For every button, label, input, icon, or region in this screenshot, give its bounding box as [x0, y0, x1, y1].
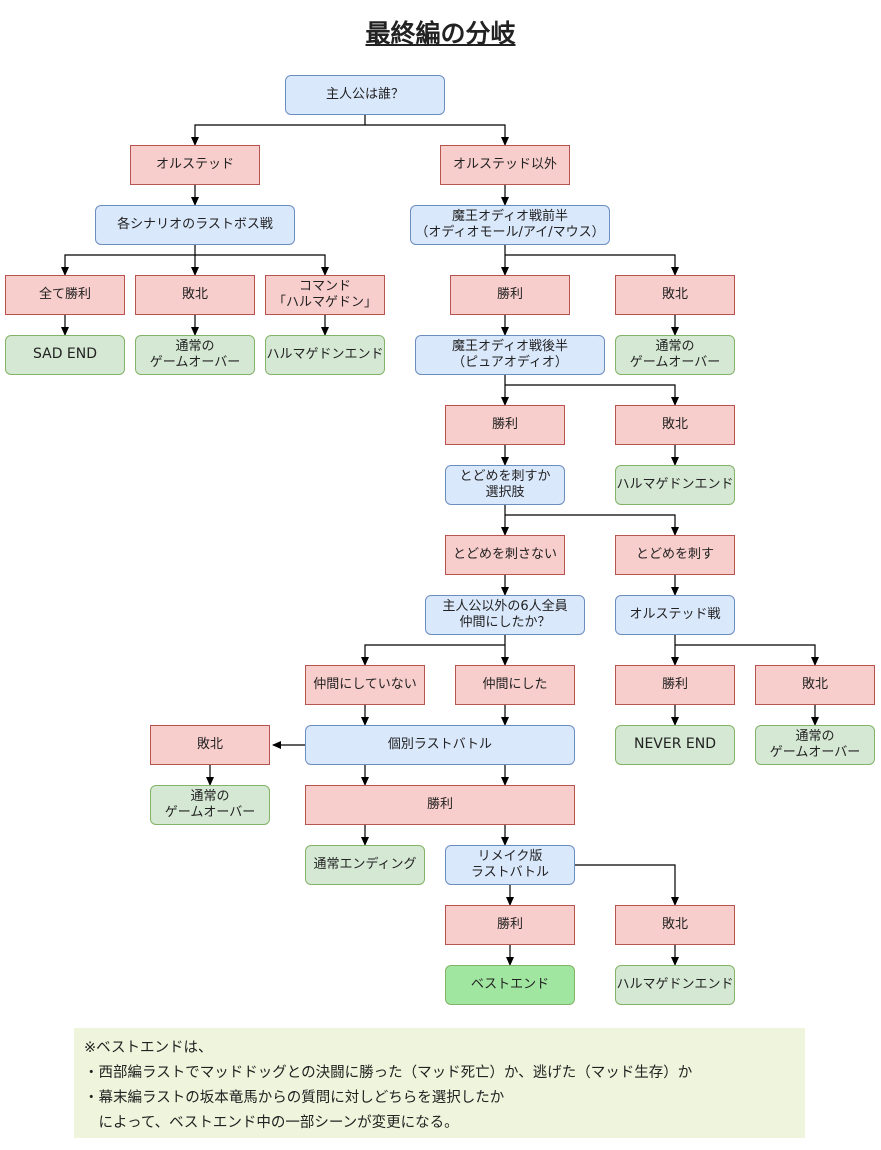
node-sad-end: SAD END: [5, 335, 125, 375]
node-armageddon-end: ハルマゲドンエンド: [265, 335, 385, 375]
node-normal-ending: 通常エンディング: [305, 845, 425, 885]
node-defeat: 敗北: [615, 905, 735, 945]
node-armageddon-end: ハルマゲドンエンド: [615, 965, 735, 1005]
node-recruited-all-question: 主人公以外の6人全員 仲間にしたか？: [425, 595, 585, 635]
node-game-over: 通常の ゲームオーバー: [135, 335, 255, 375]
node-armageddon-end: ハルマゲドンエンド: [615, 465, 735, 505]
node-recruited: 仲間にした: [455, 665, 575, 705]
node-oersted-battle: オルステッド戦: [615, 595, 735, 635]
node-defeat: 敗北: [150, 725, 270, 765]
note-line: ・西部編ラストでマッドドッグとの決闘に勝った（マッド死亡）か、逃げた（マッド生存…: [84, 1065, 693, 1081]
node-defeat: 敗北: [615, 275, 735, 315]
node-odio-first-half: 魔王オディオ戦前半 （オディオモール/アイ/マウス）: [410, 205, 610, 245]
best-end-note: ※ベストエンドは、 ・西部編ラストでマッドドッグとの決闘に勝った（マッド死亡）か…: [74, 1028, 805, 1138]
node-best-end: ベストエンド: [445, 965, 575, 1005]
note-line: ・幕末編ラストの坂本竜馬からの質問に対しどちらを選択したか: [84, 1090, 505, 1106]
node-remake-last-battle: リメイク版 ラストバトル: [445, 845, 575, 885]
note-line: ※ベストエンドは、: [84, 1040, 213, 1056]
node-never-end: NEVER END: [615, 725, 735, 765]
node-victory-wide: 勝利: [305, 785, 575, 825]
node-not-recruited: 仲間にしていない: [305, 665, 425, 705]
node-game-over: 通常の ゲームオーバー: [755, 725, 875, 765]
node-victory: 勝利: [445, 405, 565, 445]
node-protagonist-question: 主人公は誰？: [285, 75, 445, 115]
note-line: によって、ベストエンド中の一部シーンが変更になる。: [84, 1115, 459, 1131]
node-not-oersted: オルステッド以外: [440, 145, 570, 185]
node-oersted: オルステッド: [130, 145, 260, 185]
node-scenario-last-boss: 各シナリオのラストボス戦: [95, 205, 295, 245]
node-victory: 勝利: [450, 275, 570, 315]
node-all-victory: 全て勝利: [5, 275, 125, 315]
diagram-title: 最終編の分岐: [365, 19, 516, 48]
node-defeat: 敗北: [135, 275, 255, 315]
node-finishing-blow: とどめを刺す: [615, 535, 735, 575]
node-victory: 勝利: [445, 905, 575, 945]
node-finishing-blow-choice: とどめを刺すか 選択肢: [445, 465, 565, 505]
node-game-over: 通常の ゲームオーバー: [615, 335, 735, 375]
node-command-armageddon: コマンド 「ハルマゲドン」: [265, 275, 385, 315]
node-victory: 勝利: [615, 665, 735, 705]
node-defeat: 敗北: [615, 405, 735, 445]
node-no-finishing-blow: とどめを刺さない: [445, 535, 565, 575]
node-game-over: 通常の ゲームオーバー: [150, 785, 270, 825]
node-individual-last-battle: 個別ラストバトル: [305, 725, 575, 765]
node-odio-second-half: 魔王オディオ戦後半 （ピュアオディオ）: [415, 335, 605, 375]
node-defeat: 敗北: [755, 665, 875, 705]
